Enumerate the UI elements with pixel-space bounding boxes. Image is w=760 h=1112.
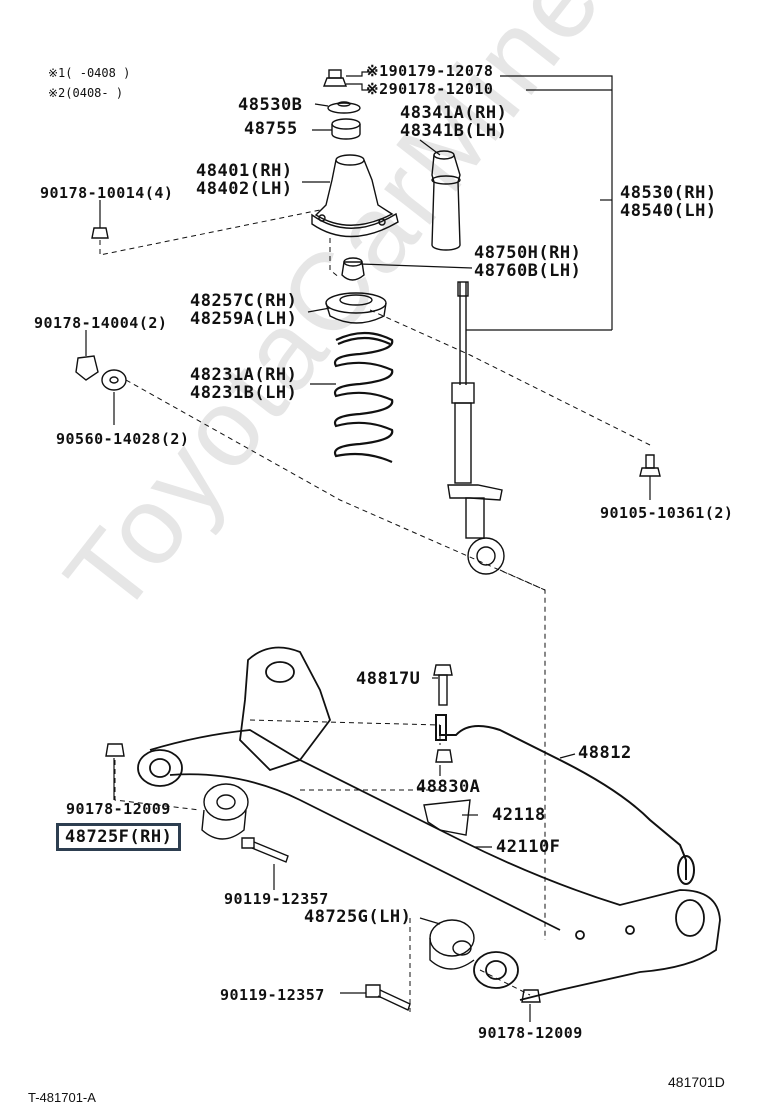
footer-left-code: T-481701-A	[28, 1090, 96, 1105]
label-48402: 48402(LH)	[196, 179, 293, 199]
label-48401: 48401(RH)	[196, 161, 293, 181]
label-90178-14004: 90178-14004(2)	[34, 314, 168, 332]
note-1: ※1( -0408 )	[48, 66, 131, 80]
label-48760b: 48760B(LH)	[474, 261, 582, 281]
bolt-48817u	[433, 664, 453, 706]
label-48755: 48755	[244, 119, 298, 139]
bumper-48750	[341, 257, 365, 281]
label-90178-10014: 90178-10014(4)	[40, 184, 174, 202]
label-48817u: 48817U	[356, 669, 421, 689]
cushion-48755	[331, 118, 361, 140]
label-48259a: 48259A(LH)	[190, 309, 298, 329]
label-42110f: 42110F	[496, 837, 561, 857]
label-90178-12010: ※290178-12010	[366, 80, 494, 98]
note-2: ※2(0408- )	[48, 86, 124, 100]
insulator-48257	[325, 292, 387, 324]
label-48725f-highlighted: 48725F(RH)	[56, 823, 182, 851]
bush-48725f	[201, 783, 249, 840]
nut-90179	[322, 69, 348, 87]
nut-90178-12009-a	[105, 743, 125, 757]
stabilizer-bar-48812	[435, 714, 695, 885]
label-48341b: 48341B(LH)	[400, 121, 508, 141]
washer-90560	[101, 369, 127, 391]
label-48830a: 48830A	[416, 777, 481, 797]
label-90560-14028: 90560-14028(2)	[56, 430, 190, 448]
label-48530b: 48530B	[238, 95, 303, 115]
nut-48830a	[435, 749, 453, 763]
nut-90178-14004	[75, 355, 99, 381]
label-48530: 48530(RH)	[620, 183, 717, 203]
label-90119-12357-a: 90119-12357	[224, 890, 329, 908]
shock-absorber-48530	[447, 281, 505, 575]
bolt-90119-b	[365, 984, 411, 1011]
label-90179-12078: ※190179-12078	[366, 62, 494, 80]
label-48812: 48812	[578, 743, 632, 763]
coil-spring-48231	[333, 331, 394, 464]
support-48401	[311, 154, 399, 238]
label-48231a: 48231A(RH)	[190, 365, 298, 385]
label-90178-12009-a: 90178-12009	[66, 800, 171, 818]
washer-48530b	[327, 102, 361, 114]
label-90119-12357-b: 90119-12357	[220, 986, 325, 1004]
label-48257c: 48257C(RH)	[190, 291, 298, 311]
nut-90178-12009-b	[521, 989, 541, 1003]
label-42118: 42118	[492, 805, 546, 825]
bump-stopper-48341	[431, 150, 461, 251]
footer-right-code: 481701D	[668, 1074, 725, 1090]
bolt-90119-a	[241, 837, 289, 863]
label-48725g: 48725G(LH)	[304, 907, 412, 927]
nut-90178-10014	[91, 227, 109, 239]
bush-48725g	[429, 919, 475, 970]
bracket-42118	[423, 799, 471, 836]
label-48341a: 48341A(RH)	[400, 103, 508, 123]
label-48540: 48540(LH)	[620, 201, 717, 221]
bolt-90105	[639, 454, 661, 477]
label-48231b: 48231B(LH)	[190, 383, 298, 403]
axle-beam-42110f	[137, 646, 721, 1001]
label-90178-12009-b: 90178-12009	[478, 1024, 583, 1042]
label-90105-10361: 90105-10361(2)	[600, 504, 734, 522]
label-48750h: 48750H(RH)	[474, 243, 582, 263]
